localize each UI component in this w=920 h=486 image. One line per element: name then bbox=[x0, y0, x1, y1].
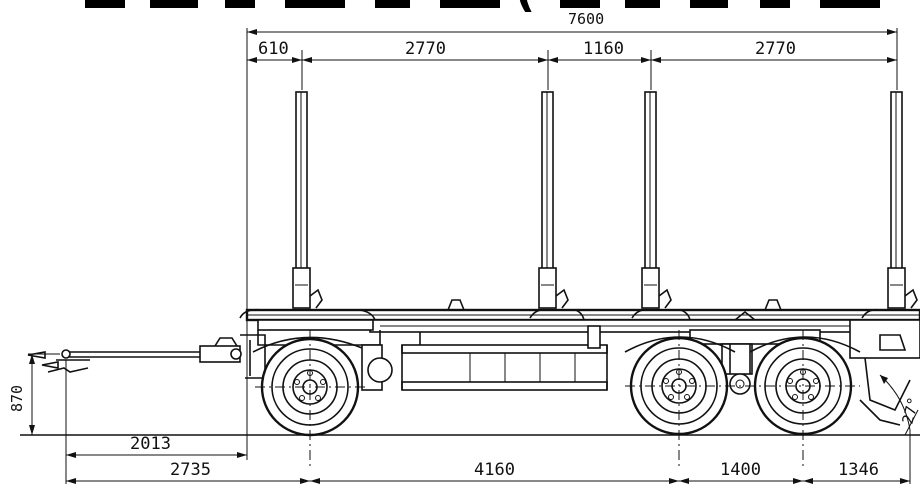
centerlines bbox=[255, 330, 860, 470]
dim-rear-overhang: 1346 bbox=[838, 460, 879, 480]
dim-drawbar-height: 870 bbox=[8, 385, 26, 412]
dim-stake-spacing-2: 1160 bbox=[583, 39, 624, 59]
dim-front-to-rear-axle: 4160 bbox=[474, 460, 515, 480]
cropped-title: ( bbox=[85, 0, 880, 17]
drawbar bbox=[27, 334, 266, 379]
dim-overall-length: 7600 bbox=[568, 10, 604, 28]
stake bbox=[538, 91, 569, 309]
dim-eye-to-front-axle: 2735 bbox=[170, 460, 211, 480]
dim-front-overhang: 610 bbox=[258, 39, 289, 59]
stake bbox=[292, 91, 323, 309]
dim-drawbar-to-axle: 2013 bbox=[130, 434, 171, 454]
title-paren: ( bbox=[515, 0, 535, 17]
stakes bbox=[292, 91, 918, 309]
stake bbox=[887, 91, 918, 309]
bottom-dimensions: 870 2013 2735 4160 1400 1346 27° bbox=[8, 320, 920, 484]
dim-departure-angle: 27° bbox=[898, 395, 920, 426]
stake bbox=[641, 91, 672, 309]
dim-rear-axle-spacing: 1400 bbox=[720, 460, 761, 480]
frame bbox=[239, 299, 920, 426]
top-dimensions: 7600 610 2770 1160 2770 bbox=[246, 10, 898, 320]
dim-stake-spacing-1: 2770 bbox=[405, 39, 446, 59]
dim-stake-spacing-3: 2770 bbox=[755, 39, 796, 59]
